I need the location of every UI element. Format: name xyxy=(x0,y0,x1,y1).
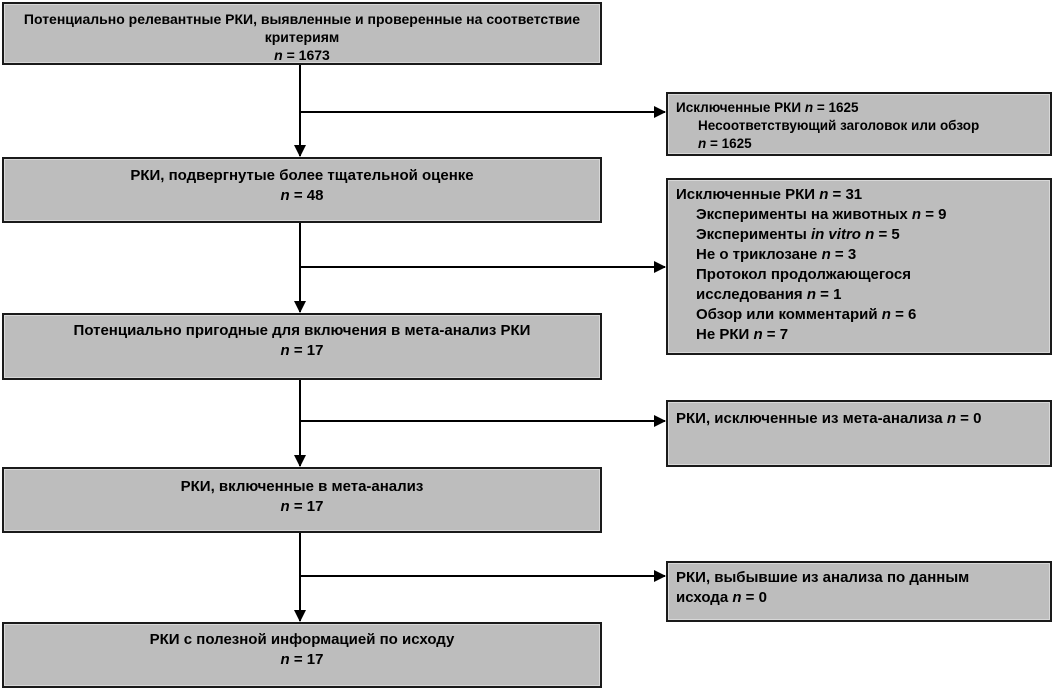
box-count: n = 17 xyxy=(280,342,324,359)
exclusion-line: РКИ, выбывшие из анализа по данным xyxy=(676,569,970,586)
box-count: n = 48 xyxy=(280,187,324,204)
exclusion-reason: Эксперименты in vitro n = 5 xyxy=(696,226,900,243)
exclusion-line: РКИ, исключенные из мета-анализа n = 0 xyxy=(676,410,982,427)
flow-box-included: РКИ, включенные в мета-анализ n = 17 xyxy=(2,467,602,533)
exclusion-line: Исключенные РКИ n = 31 xyxy=(676,186,863,203)
exclusion-box-1: Исключенные РКИ n = 1625 Несоответствующ… xyxy=(666,92,1052,156)
box-count: n = 17 xyxy=(280,651,324,668)
flow-box-outcome-data: РКИ с полезной информацией по исходу n =… xyxy=(2,622,602,688)
box-count: n = 17 xyxy=(280,498,324,515)
box-line: РКИ с полезной информацией по исходу xyxy=(149,631,455,648)
box-line: Потенциально пригодные для включения в м… xyxy=(73,322,531,339)
exclusion-reason: Не РКИ n = 7 xyxy=(696,326,789,343)
exclusion-reason: Обзор или комментарий n = 6 xyxy=(696,306,917,323)
exclusion-reason: исследования n = 1 xyxy=(696,286,842,303)
flow-box-potentially-eligible: Потенциально пригодные для включения в м… xyxy=(2,313,602,380)
exclusion-line: исхода n = 0 xyxy=(676,589,767,606)
flow-box-identified: Потенциально релевантные РКИ, выявленные… xyxy=(2,2,602,65)
exclusion-box-3: РКИ, исключенные из мета-анализа n = 0 xyxy=(666,400,1052,467)
exclusion-reason: Не о триклозане n = 3 xyxy=(696,246,857,263)
box-line: Потенциально релевантные РКИ, выявленные… xyxy=(23,11,581,27)
box-line: РКИ, включенные в мета-анализ xyxy=(180,478,424,495)
box-line: РКИ, подвергнутые более тщательной оценк… xyxy=(130,167,474,184)
exclusion-reason: Несоответствующий заголовок или обзор xyxy=(698,118,980,133)
exclusion-reason: Эксперименты на животных n = 9 xyxy=(696,206,947,223)
box-line: критериям xyxy=(264,29,340,45)
exclusion-line: Исключенные РКИ n = 1625 xyxy=(676,100,859,115)
exclusion-reason: Протокол продолжающегося xyxy=(696,266,911,283)
box-count: n = 1673 xyxy=(274,47,330,63)
flow-box-detailed-evaluation: РКИ, подвергнутые более тщательной оценк… xyxy=(2,157,602,223)
exclusion-reason-count: n = 1625 xyxy=(698,136,752,151)
exclusion-box-2: Исключенные РКИ n = 31 Эксперименты на ж… xyxy=(666,178,1052,355)
exclusion-box-4: РКИ, выбывшие из анализа по данным исход… xyxy=(666,561,1052,622)
